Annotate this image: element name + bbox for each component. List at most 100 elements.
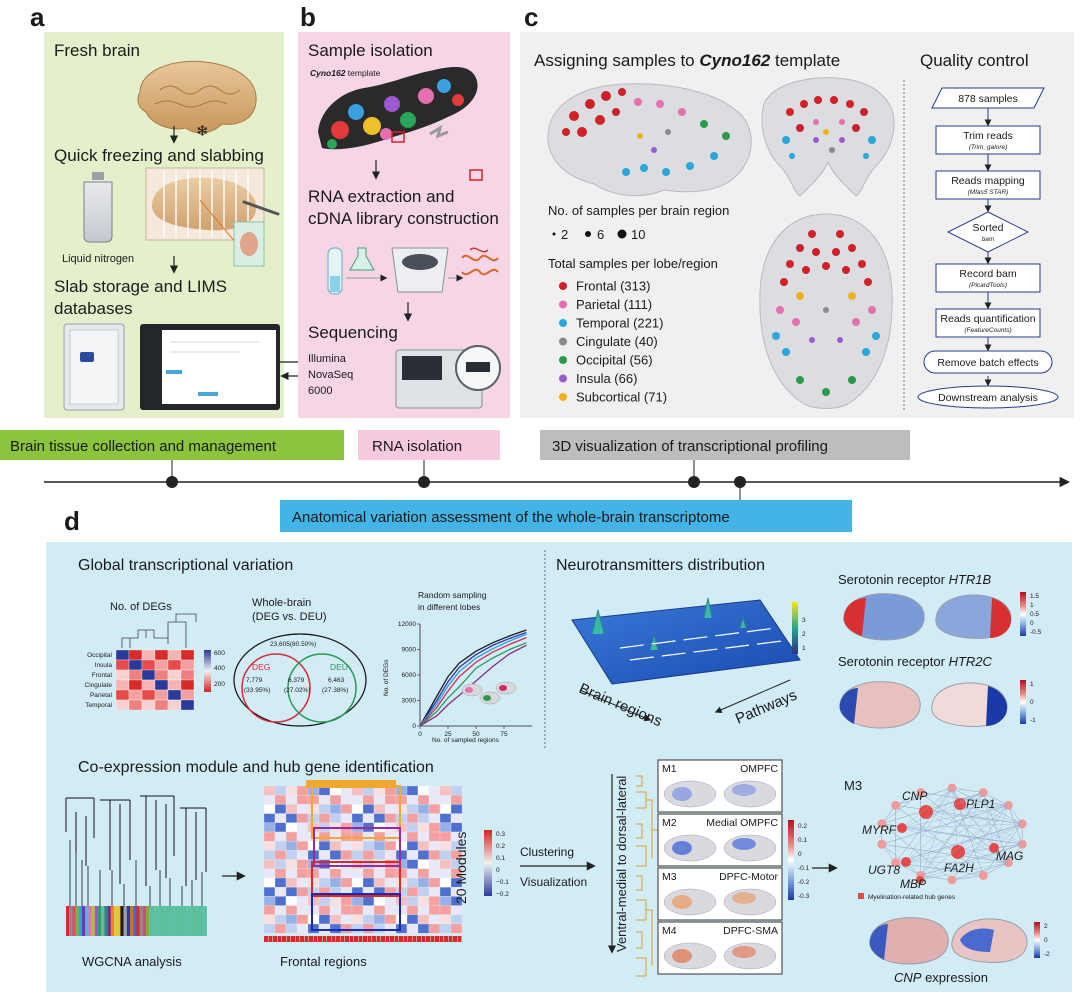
module-heatmap-cell xyxy=(340,868,353,879)
module-heatmap-cell xyxy=(384,914,397,925)
module-heatmap-cell xyxy=(439,877,452,888)
module-heatmap-cell xyxy=(417,850,430,860)
heatmap-cell xyxy=(180,659,195,671)
heatmap-cell xyxy=(167,689,182,701)
module-brain-highlight xyxy=(732,892,756,904)
heatmap-row-label: Insula xyxy=(95,662,113,669)
illumina-line2: NovaSeq xyxy=(308,369,353,381)
module-heatmap-cell xyxy=(285,914,298,925)
highlight-box-3 xyxy=(311,861,401,897)
network-edge xyxy=(959,803,1023,845)
module-color-stripe xyxy=(91,906,95,936)
frontal-region-cell xyxy=(286,936,291,942)
module-heatmap-cell xyxy=(285,822,298,833)
module-heatmap-cell xyxy=(362,850,375,860)
module-heatmap-cell xyxy=(318,914,331,925)
module-heatmap-cell xyxy=(340,859,353,869)
network-edge xyxy=(881,823,953,881)
module-heatmap-cell xyxy=(296,887,309,897)
line-chart-ytick-label: 6000 xyxy=(402,672,417,679)
heatmap-cell xyxy=(167,649,182,661)
network-node xyxy=(891,858,901,868)
frontal-region-cell xyxy=(444,936,448,942)
heatmap-cell xyxy=(128,679,143,691)
module-heatmap-cell xyxy=(373,813,386,823)
module-heatmap-cell xyxy=(417,914,430,925)
module-color-stripe xyxy=(101,906,105,936)
module-cbar-tick: 0.1 xyxy=(496,855,505,862)
module-color-stripe xyxy=(158,906,163,936)
module-heatmap-cell xyxy=(417,804,430,814)
module-brain-highlight xyxy=(672,841,692,855)
module-heatmap-cell xyxy=(450,795,463,805)
module-heatmap-cell xyxy=(263,877,276,888)
htr1b-colorbar xyxy=(1020,592,1026,636)
network-edge xyxy=(993,823,1023,849)
module-heatmap-cell xyxy=(384,813,397,823)
network-edge xyxy=(881,805,1009,845)
qc-step-box xyxy=(931,87,1045,109)
module-color-stripe xyxy=(149,906,153,936)
module-heatmap-cell xyxy=(318,923,331,934)
step-sequencing: Sequencing xyxy=(308,323,398,342)
module-heatmap-cell xyxy=(417,923,430,934)
module-heatmap-cell xyxy=(307,905,320,915)
module-heatmap-cell xyxy=(428,905,441,915)
network-edge xyxy=(901,805,1009,829)
module-heatmap-cell xyxy=(428,785,441,796)
inset-brain-region xyxy=(499,685,507,691)
heatmap-cell xyxy=(128,649,143,661)
module-color-stripe xyxy=(78,906,83,936)
small-cbar-tick: 0 xyxy=(798,851,802,858)
module-heatmap-cell xyxy=(417,822,430,833)
module-brain-highlight xyxy=(732,838,756,850)
frontal-region-cell xyxy=(408,936,412,942)
module-heatmap-cell xyxy=(340,896,353,906)
qc-step-label: Reads mapping xyxy=(951,175,1025,187)
module-heatmap-cell xyxy=(274,785,287,796)
whole-brain-title-1: Whole-brain xyxy=(252,597,311,609)
module-heatmap-cell xyxy=(384,859,397,869)
neuro-colorbar xyxy=(792,602,798,654)
line-chart-ytick-label: 0 xyxy=(412,723,416,730)
module-heatmap-cell xyxy=(318,813,331,823)
module-heatmap-cell xyxy=(439,923,452,934)
frontal-region-cell xyxy=(313,936,318,942)
inset-brain-region xyxy=(483,695,491,701)
frontal-region-cell xyxy=(385,936,390,942)
network-edge xyxy=(925,811,1023,845)
module-cbar-tick: −0.2 xyxy=(496,891,509,898)
neuro-cbar-tick: 3 xyxy=(802,617,806,624)
frontal-region-cell xyxy=(273,936,277,942)
module-heatmap-cell xyxy=(362,905,375,915)
module-heatmap-cell xyxy=(362,813,375,823)
module-heatmap-cell xyxy=(285,887,298,897)
module-region-heatmap xyxy=(263,785,463,934)
module-heatmap-cell xyxy=(274,804,287,814)
heatmap-row-label: Frontal xyxy=(92,672,113,679)
module-heatmap-cell xyxy=(395,923,408,934)
qc-step-box xyxy=(917,385,1059,409)
deg-cbar-tick: 400 xyxy=(214,665,225,672)
module-heatmap-cell xyxy=(340,877,353,888)
module-heatmap-cell xyxy=(395,850,408,860)
frontal-region-cell xyxy=(304,936,309,942)
network-edge xyxy=(959,803,1023,824)
module-heatmap-cell xyxy=(439,868,452,879)
heatmap-cell xyxy=(180,649,195,661)
fresh-brain-illustration xyxy=(137,60,257,134)
cnp-cbar-tick: 0 xyxy=(1044,937,1048,944)
module-heatmap-cell xyxy=(274,896,287,906)
module-heatmap-cell xyxy=(395,859,408,869)
module-heatmap-cell xyxy=(285,923,298,934)
module-heatmap-cell xyxy=(296,868,309,879)
htr1b-cbar-tick: 0 xyxy=(1030,620,1034,627)
frontal-region-cell xyxy=(354,936,358,942)
lobe-legend-label: Parietal (111) xyxy=(576,297,652,312)
module-heatmap-cell xyxy=(351,859,364,869)
htr2c-title: Serotonin receptor HTR2C xyxy=(838,654,993,669)
heatmap-cell xyxy=(115,679,130,691)
network-edge xyxy=(919,787,953,881)
line-chart-xtick-label: 75 xyxy=(500,731,508,738)
coronal-sample-dots xyxy=(782,96,876,159)
